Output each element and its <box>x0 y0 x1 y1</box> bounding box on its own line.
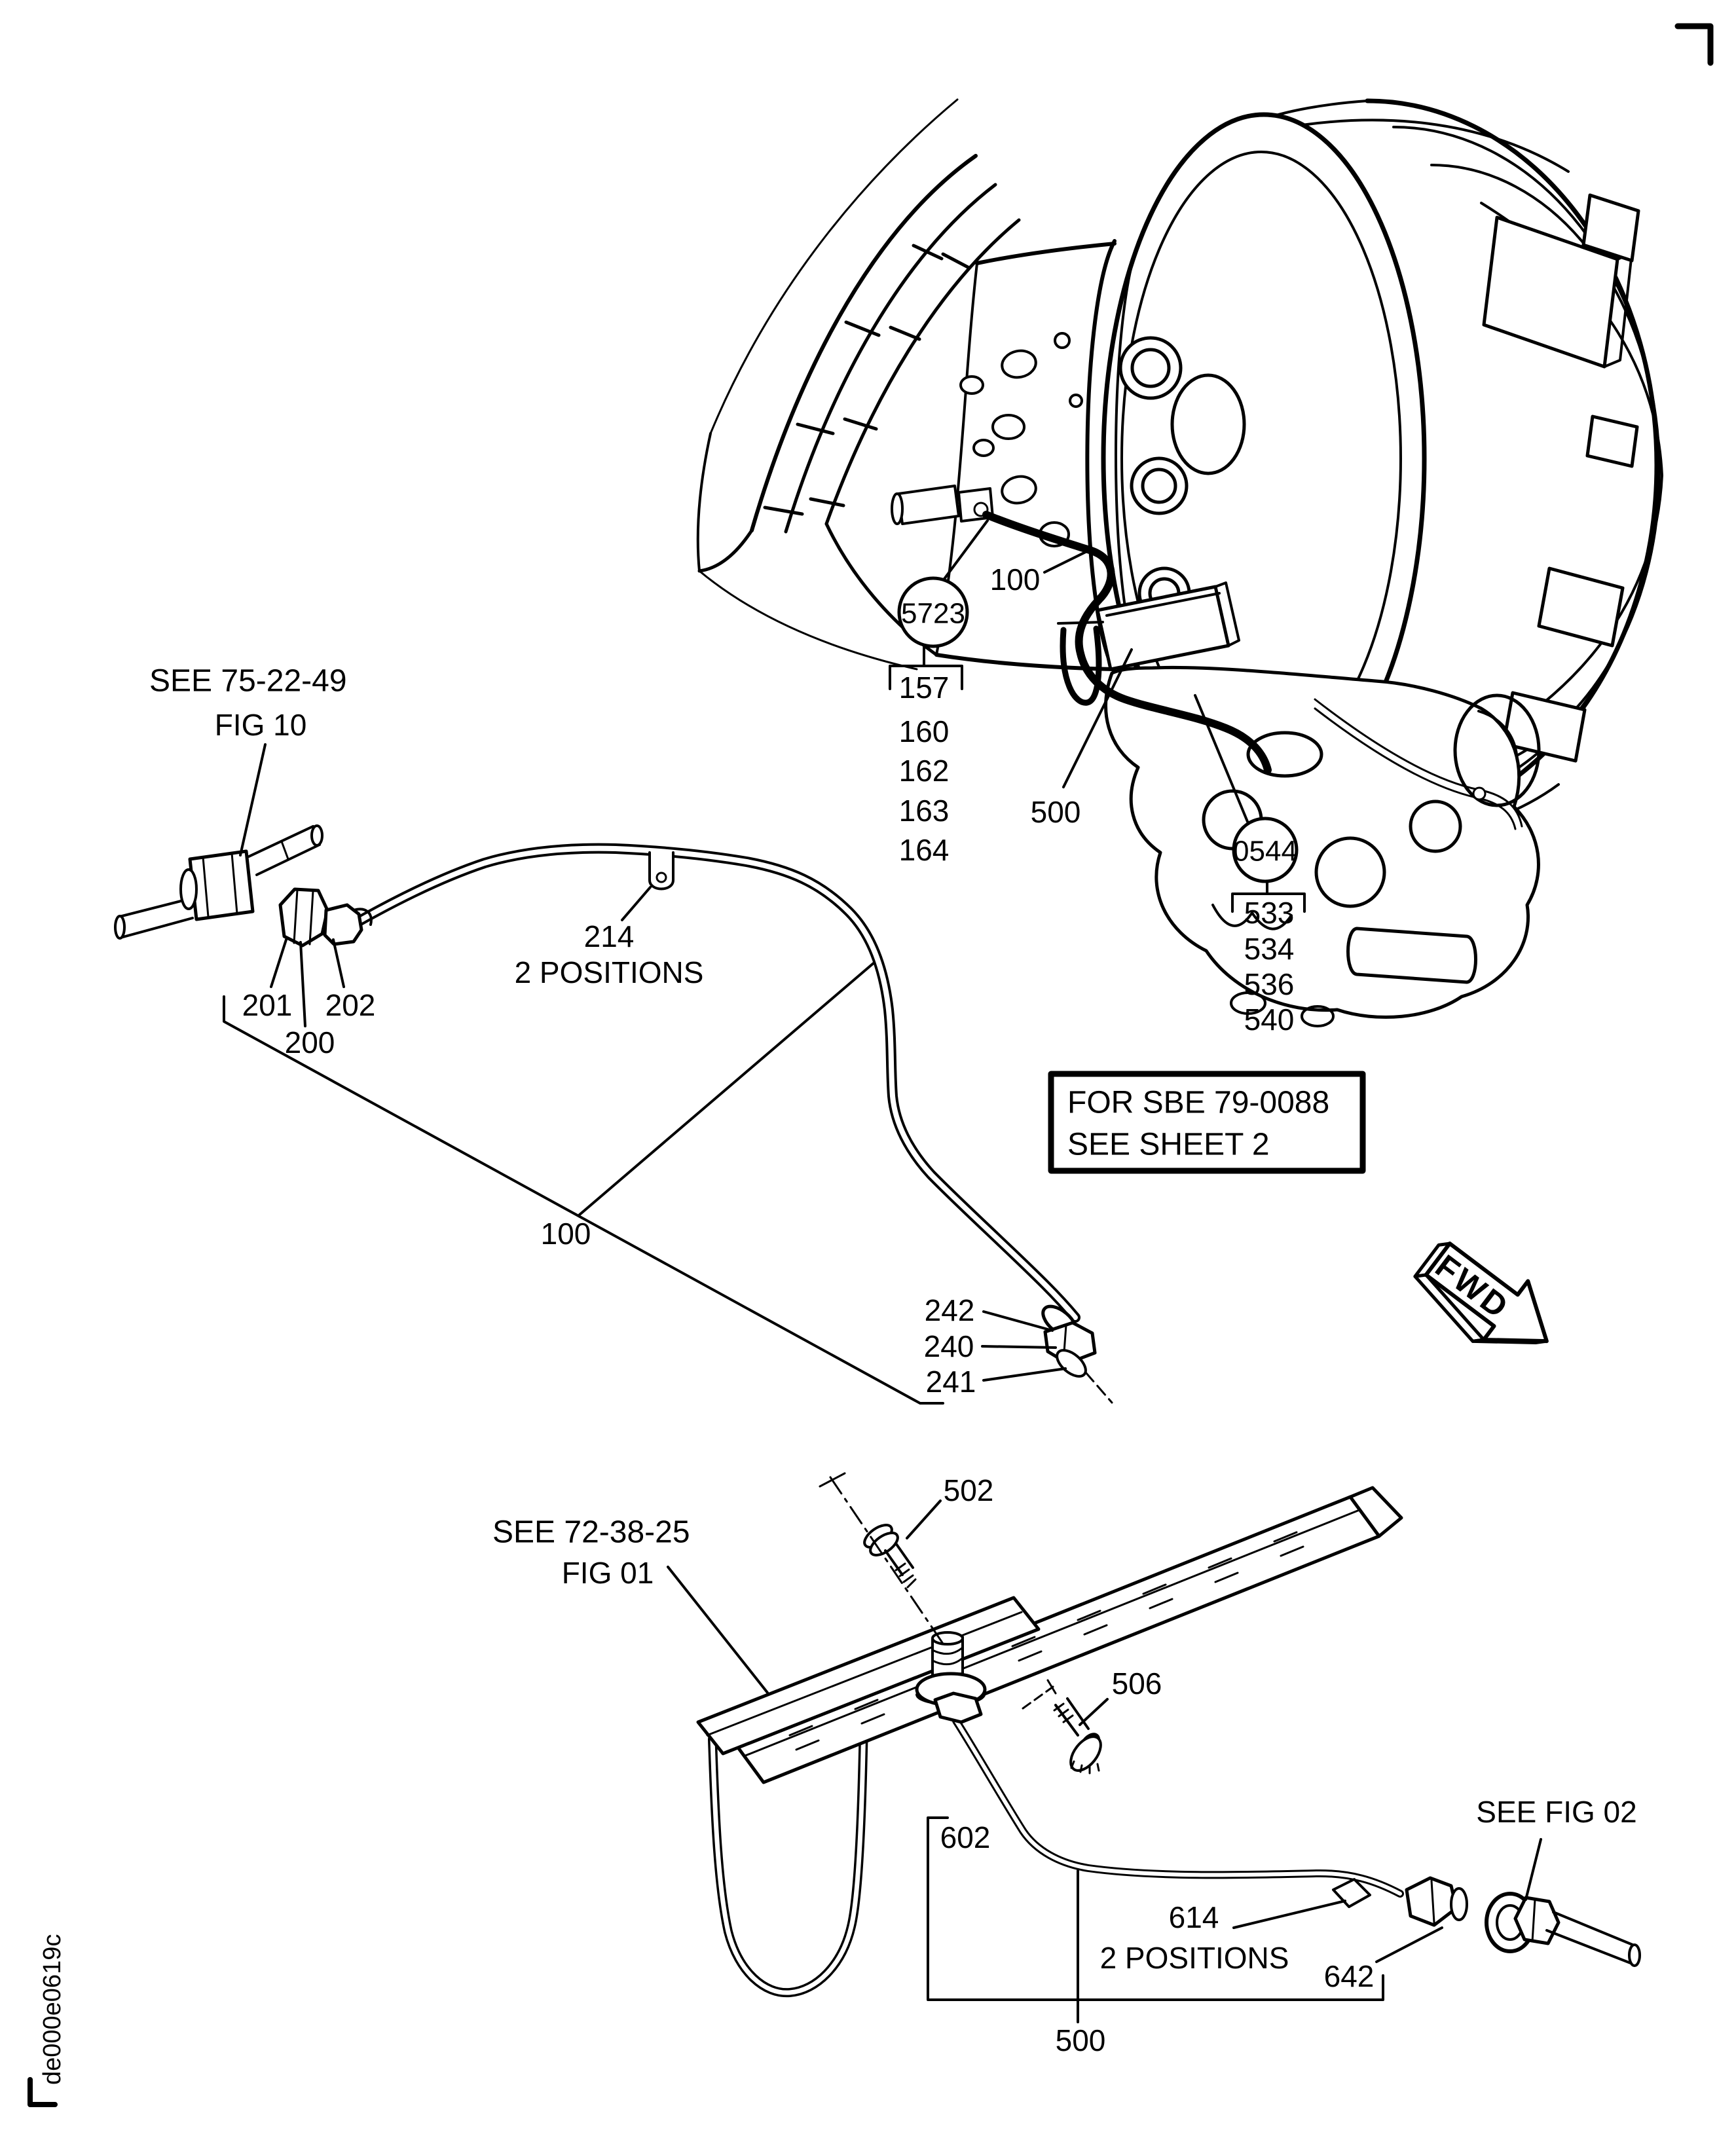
leader-100-mid <box>578 961 876 1216</box>
leader-214 <box>621 886 652 921</box>
exhaust-duct <box>696 98 1021 671</box>
item-labels: 100 500 214 2 POSITIONS 201 202 200 100 … <box>242 562 1375 2057</box>
label-201: 201 <box>242 988 293 1022</box>
leader-0544 <box>1194 694 1251 828</box>
case-drain-line <box>1314 698 1523 830</box>
ref-fig-02: SEE FIG 02 <box>1476 1795 1636 1829</box>
label-614-note: 2 POSITIONS <box>1100 1941 1289 1975</box>
balloon-5723 <box>889 576 969 690</box>
bolt-502-drawing <box>863 1524 917 1589</box>
sbe-note-box: FOR SBE 79-0088 SEE SHEET 2 <box>1048 1071 1366 1174</box>
balloon-0544-item-533: 533 <box>1244 896 1295 930</box>
nut-642-drawing <box>1405 1876 1468 1927</box>
tee-fitting-75-22-49 <box>114 824 323 940</box>
balloon-0544-item-536: 536 <box>1244 967 1295 1001</box>
engine-bracket-500 <box>1096 581 1240 671</box>
leader-fig10 <box>239 743 267 856</box>
corner-marks <box>28 23 1714 2107</box>
fwd-arrow: FWD <box>1413 1242 1549 1345</box>
pressure-tap-fitting <box>891 485 994 525</box>
leader-240 <box>981 1345 1057 1349</box>
drawing-id: de000e0619c <box>39 1934 66 2085</box>
balloon-0544 <box>1231 817 1306 913</box>
sense-tube-100 <box>982 511 1272 774</box>
leader-5723 <box>943 519 989 580</box>
label-214: 214 <box>584 919 635 953</box>
ref-72-38-25-line1: SEE 72-38-25 <box>492 1515 690 1550</box>
leader-fig01 <box>667 1566 769 1694</box>
leader-100-top <box>1043 549 1091 574</box>
label-614: 614 <box>1169 1900 1219 1934</box>
corner-mark-bottom-left <box>28 2077 58 2107</box>
label-202: 202 <box>325 988 376 1022</box>
union-202-drawing <box>323 903 373 946</box>
clamp-214-drawing <box>648 851 674 891</box>
label-240: 240 <box>924 1329 974 1363</box>
corner-mark-top-right <box>1674 23 1714 66</box>
label-100-mid: 100 <box>541 1217 591 1251</box>
label-100-top: 100 <box>990 562 1041 597</box>
leader-642 <box>1375 1926 1443 1963</box>
label-500-top: 500 <box>1031 795 1081 829</box>
leader-200 <box>299 941 306 1027</box>
drain-tube-602 <box>952 1717 1404 1898</box>
fitting-602-adapter <box>915 1631 987 1724</box>
bolt-506-drawing <box>1053 1697 1102 1775</box>
leader-fig02 <box>1524 1838 1542 1901</box>
balloon-labels: 5723 157 160 162 163 164 0544 533 534 53… <box>899 598 1297 1037</box>
u-tube <box>708 1677 869 1998</box>
balloon-5723-item-164: 164 <box>899 833 950 867</box>
leader-241 <box>982 1367 1067 1382</box>
plate-slots <box>788 1531 1304 1751</box>
leader-502 <box>906 1499 942 1539</box>
balloon-0544-item-540: 540 <box>1244 1003 1295 1037</box>
balloon-0544-item-534: 534 <box>1244 932 1295 966</box>
balloon-5723-item-162: 162 <box>899 754 950 788</box>
leader-506 <box>1079 1698 1109 1726</box>
accessory-gearbox <box>1104 665 1541 1027</box>
balloon-5723-item-163: 163 <box>899 794 950 828</box>
balloon-5723-item-160: 160 <box>899 714 950 748</box>
engine-illustration <box>696 98 1663 1027</box>
label-502: 502 <box>944 1473 994 1507</box>
reference-labels: SEE 75-22-49 FIG 10 SEE 72-38-25 FIG 01 … <box>149 664 1637 1830</box>
fitting-242-240-241 <box>1041 1304 1113 1404</box>
ref-72-38-25-line2: FIG 01 <box>562 1556 654 1590</box>
leader-lines <box>223 519 1542 2023</box>
engine-strap-clip <box>1057 621 1104 706</box>
leader-614 <box>1232 1900 1346 1929</box>
main-tube-100 <box>352 843 1080 1323</box>
sbe-note-line1: FOR SBE 79-0088 <box>1067 1086 1329 1120</box>
label-602: 602 <box>940 1820 991 1854</box>
balloon-0544-id: 0544 <box>1233 836 1297 868</box>
heat-shield-plate <box>696 1486 1403 1784</box>
label-241: 241 <box>926 1365 976 1399</box>
label-506: 506 <box>1112 1666 1162 1701</box>
centerlines <box>819 1472 1057 1710</box>
leader-202 <box>332 938 345 988</box>
ref-75-22-49-line1: SEE 75-22-49 <box>149 664 347 699</box>
nut-201-drawing <box>278 887 329 947</box>
leader-201 <box>270 938 287 988</box>
label-242: 242 <box>925 1293 975 1327</box>
label-500-lower: 500 <box>1056 2023 1106 2057</box>
balloon-5723-item-157: 157 <box>899 671 950 705</box>
ref-75-22-49-line2: FIG 10 <box>215 708 307 742</box>
leader-500-top <box>1062 648 1133 788</box>
bracket-200 <box>223 995 944 1405</box>
sbe-note-line2: SEE SHEET 2 <box>1067 1128 1270 1162</box>
leader-242 <box>982 1310 1054 1332</box>
label-200: 200 <box>285 1025 335 1059</box>
fig02-fitting <box>1485 1892 1641 1967</box>
label-642: 642 <box>1324 1959 1375 1993</box>
bracket-602-500-642 <box>927 1816 1384 2001</box>
balloon-5723-id: 5723 <box>901 598 965 630</box>
label-214-note: 2 POSITIONS <box>515 955 704 989</box>
